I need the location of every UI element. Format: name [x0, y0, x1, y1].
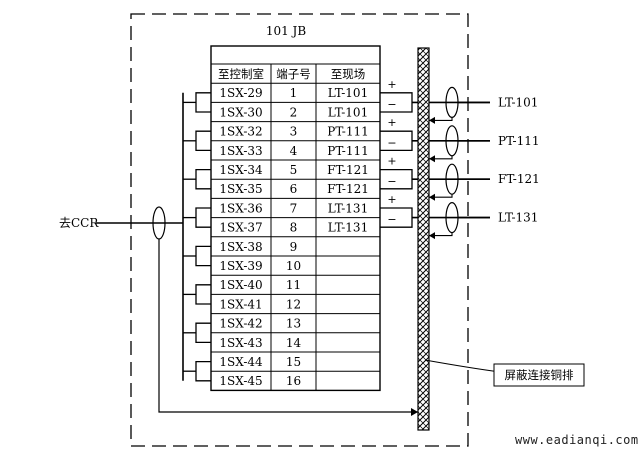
shield-drain-wire [429, 232, 453, 237]
cell-field: LT-131 [328, 221, 368, 235]
shield-copper-bar [417, 47, 430, 431]
cell-control-room: 1SX-35 [219, 182, 262, 196]
shield-bar-label: 屏蔽连接铜排 [505, 368, 574, 382]
cell-control-room: 1SX-32 [219, 125, 262, 139]
cell-control-room: 1SX-43 [219, 336, 262, 350]
header-field: 至现场 [331, 67, 366, 81]
cell-control-room: 1SX-41 [219, 297, 262, 311]
cell-control-room: 1SX-39 [219, 259, 262, 273]
cell-terminal-no: 15 [286, 355, 301, 369]
minus-sign: − [387, 213, 396, 226]
box-title: 101 JB [266, 24, 307, 38]
ccr-label: 去CCR [59, 216, 99, 230]
cell-control-room: 1SX-36 [219, 201, 262, 215]
cell-terminal-no: 8 [290, 221, 298, 235]
control-wire-pair [195, 168, 211, 190]
shield-bar-label-box [493, 363, 585, 387]
cell-control-room: 1SX-30 [219, 105, 262, 119]
control-wire-pair [195, 360, 211, 382]
cell-terminal-no: 6 [290, 182, 298, 196]
cell-terminal-no: 9 [290, 240, 298, 254]
cell-terminal-no: 4 [290, 144, 298, 158]
cell-terminal-no: 13 [286, 317, 301, 331]
ccr-shield-wire [158, 239, 418, 413]
cell-terminal-no: 11 [286, 278, 301, 292]
cell-terminal-no: 14 [286, 336, 302, 350]
cell-terminal-no: 12 [286, 297, 301, 311]
cell-terminal-no: 10 [286, 259, 301, 273]
cell-field: PT-111 [327, 125, 369, 139]
cell-control-room: 1SX-37 [219, 221, 262, 235]
shield-drain-arrow [429, 232, 435, 240]
minus-sign: − [387, 136, 396, 149]
cell-field: LT-131 [328, 201, 368, 215]
junction-box-boundary [130, 13, 469, 447]
cell-control-room: 1SX-44 [219, 355, 263, 369]
field-device-label: LT-101 [498, 95, 538, 109]
shield-drain-wire [429, 155, 453, 160]
control-wire-pair [195, 245, 211, 267]
ccr-shield-arrow [411, 408, 418, 416]
cell-terminal-no: 16 [286, 374, 301, 388]
ccr-cable [96, 206, 418, 416]
header-control-room: 至控制室 [218, 67, 264, 81]
control-wire-pair [195, 207, 211, 228]
shield-drain-arrow [429, 193, 435, 201]
plus-sign: + [387, 116, 396, 129]
cell-control-room: 1SX-42 [219, 317, 262, 331]
cell-terminal-no: 2 [290, 105, 298, 119]
plus-sign: + [387, 78, 396, 91]
minus-sign: − [387, 98, 396, 111]
shield-drain-wire [429, 117, 453, 121]
cell-terminal-no: 7 [290, 201, 298, 215]
cell-control-room: 1SX-38 [219, 240, 262, 254]
control-wire-pair [195, 322, 211, 344]
shield-bar-leader-line [424, 359, 501, 373]
cell-control-room: 1SX-29 [219, 86, 262, 100]
cell-terminal-no: 3 [290, 125, 298, 139]
minus-sign: − [387, 175, 396, 188]
cell-terminal-no: 1 [290, 86, 298, 100]
field-device-label: PT-111 [498, 134, 540, 148]
shield-drain-arrow [429, 155, 435, 163]
control-wire-pair [195, 130, 211, 152]
cell-control-room: 1SX-33 [219, 144, 262, 158]
table-frame [210, 45, 381, 392]
plus-sign: + [387, 193, 396, 206]
header-terminal-no: 端子号 [276, 67, 311, 81]
cell-terminal-no: 5 [290, 163, 298, 177]
field-device-wiring: + − LT-101 + − PT-111 + − FT-121 + − LT-131 [380, 78, 540, 240]
cell-field: LT-101 [328, 86, 368, 100]
control-room-cable-bundle [182, 92, 211, 382]
control-wire-pair [195, 284, 211, 305]
plus-sign: + [387, 155, 396, 168]
cell-control-room: 1SX-34 [219, 163, 263, 177]
field-device-label: FT-121 [498, 172, 540, 186]
control-wire-pair [195, 92, 211, 113]
cell-field: FT-121 [327, 182, 369, 196]
cell-field: PT-111 [327, 144, 369, 158]
cell-control-room: 1SX-40 [219, 278, 262, 292]
cell-field: LT-101 [328, 105, 368, 119]
cell-field: FT-121 [327, 163, 369, 177]
shield-drain-arrow [429, 116, 435, 124]
watermark: www.eadianqi.com [515, 433, 639, 447]
cell-control-room: 1SX-45 [219, 374, 262, 388]
field-device-label: LT-131 [498, 211, 538, 225]
shield-drain-wire [429, 194, 453, 198]
